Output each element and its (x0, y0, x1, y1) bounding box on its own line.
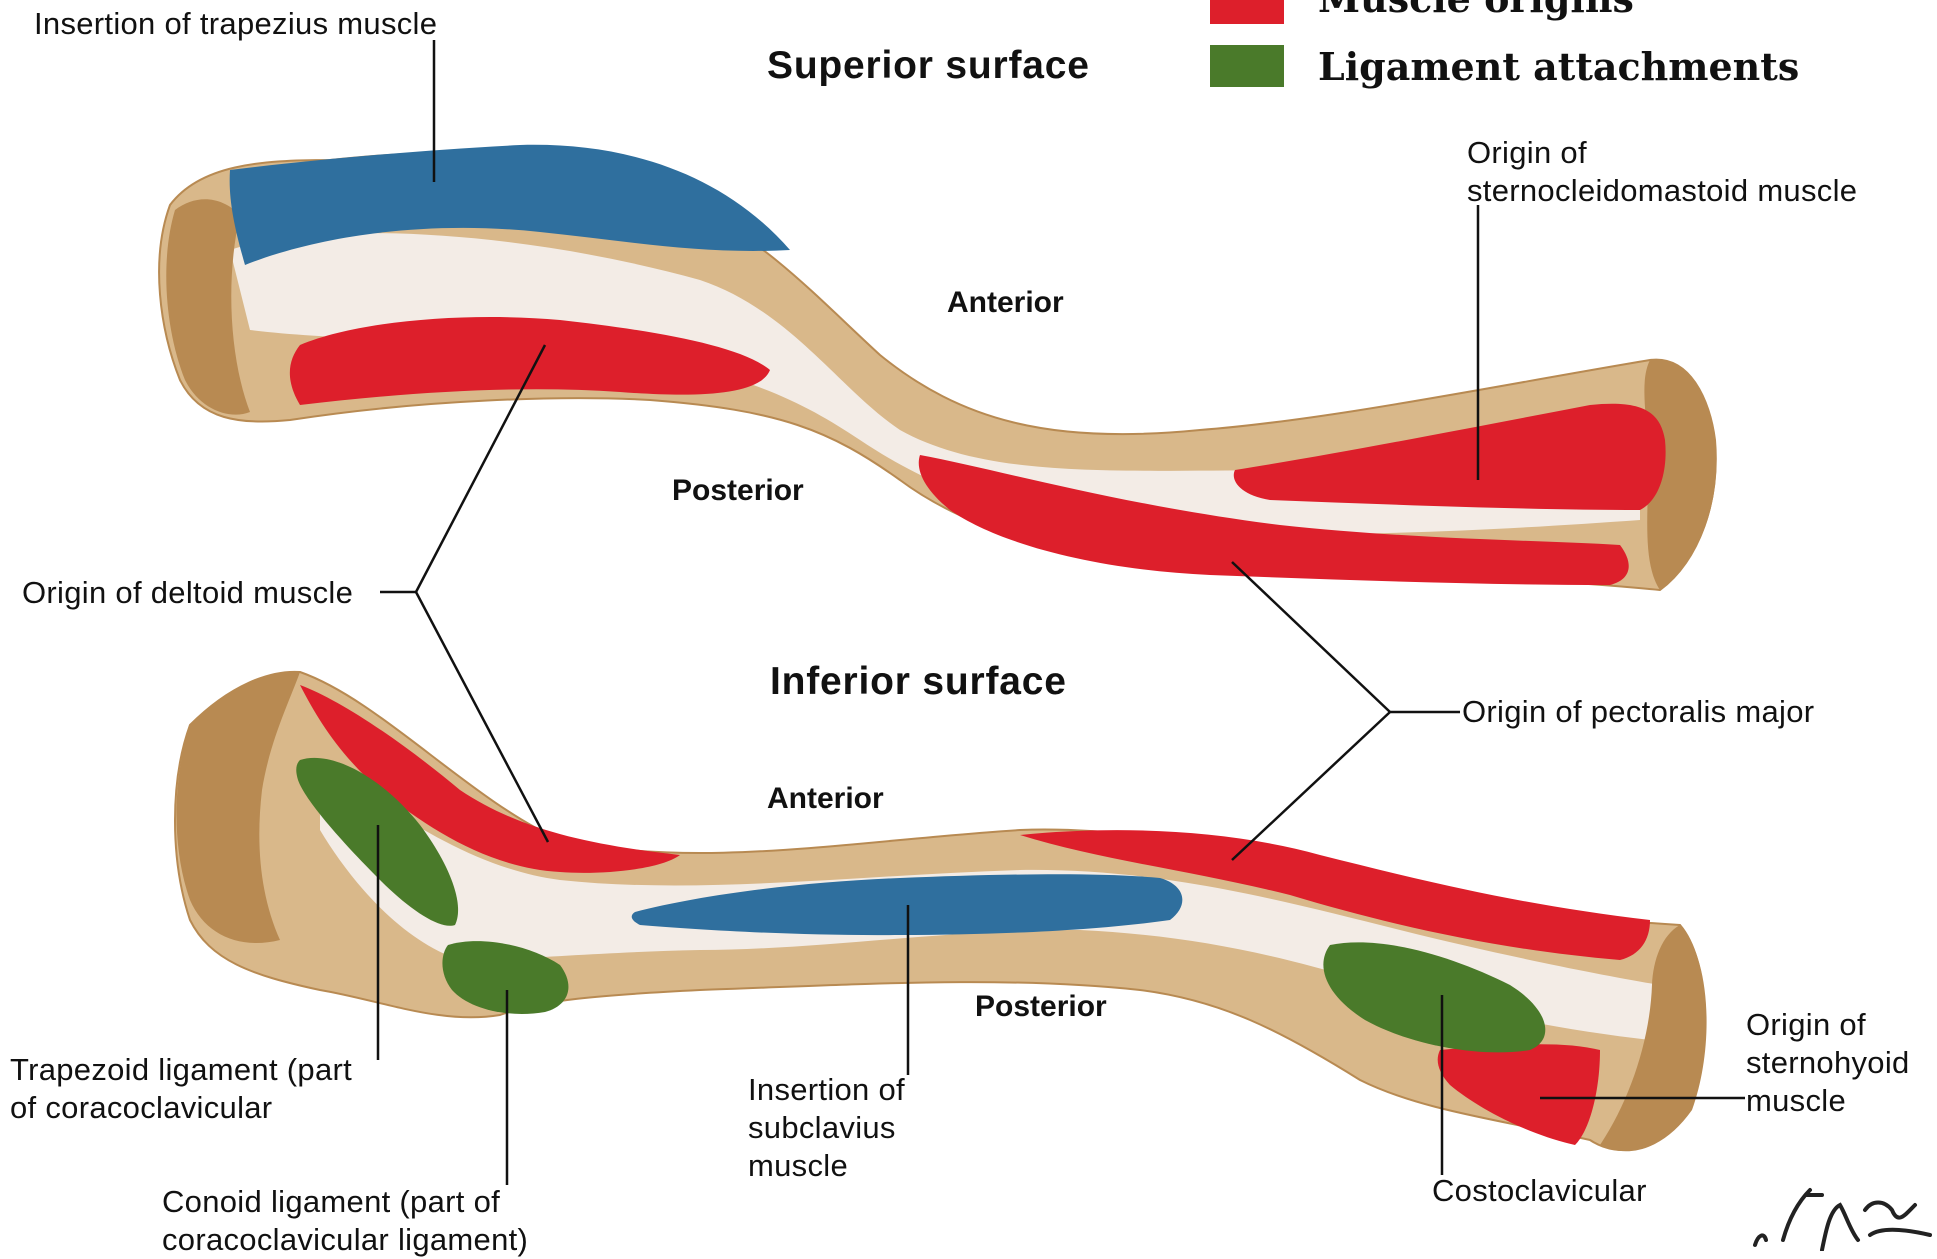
scm-label: Origin of sternocleidomastoid muscle (1467, 134, 1857, 210)
sternohyoid-label-line-1: Origin of (1746, 1006, 1910, 1044)
pectoralis-label: Origin of pectoralis major (1462, 693, 1814, 731)
superior-anterior-label: Anterior (947, 286, 1064, 320)
costoclavicular-label: Costoclavicular (1432, 1172, 1647, 1210)
subclavius-label-line-2: subclavius (748, 1109, 905, 1147)
sternohyoid-label: Origin of sternohyoid muscle (1746, 1006, 1910, 1120)
conoid-label: Conoid ligament (part of coracoclavicula… (162, 1183, 528, 1259)
trapezoid-label: Trapezoid ligament (part of coracoclavic… (10, 1051, 352, 1131)
inferior-surface-heading: Inferior surface (770, 660, 1067, 704)
pectoralis-leader-lower (1232, 712, 1390, 860)
scm-label-line-1: Origin of (1467, 134, 1857, 172)
trapezoid-label-line-2: of coracoclavicular (10, 1089, 352, 1127)
legend-swatch-muscle-origins (1210, 0, 1284, 24)
artist-signature (1755, 1190, 1930, 1250)
sternohyoid-label-line-3: muscle (1746, 1082, 1910, 1120)
deltoid-label: Origin of deltoid muscle (22, 574, 353, 612)
subclavius-label-line-1: Insertion of (748, 1071, 905, 1109)
conoid-label-line-1: Conoid ligament (part of (162, 1183, 528, 1221)
inferior-posterior-label: Posterior (975, 990, 1107, 1024)
scm-label-line-2: sternocleidomastoid muscle (1467, 172, 1857, 210)
superior-posterior-label: Posterior (672, 474, 804, 508)
sternohyoid-label-line-2: sternohyoid (1746, 1044, 1910, 1082)
inferior-clavicle (175, 672, 1707, 1151)
legend-swatch-ligament-attachments (1210, 45, 1284, 87)
subclavius-label: Insertion of subclavius muscle (748, 1071, 905, 1185)
pectoralis-leader-upper (1232, 562, 1390, 712)
legend-label-ligament-attachments: Ligament attachments (1318, 44, 1799, 89)
subclavius-label-line-3: muscle (748, 1147, 905, 1185)
superior-clavicle (159, 145, 1716, 590)
trapezius-label: Insertion of trapezius muscle (34, 5, 437, 43)
superior-surface-heading: Superior surface (767, 44, 1090, 88)
conoid-label-line-2: coracoclavicular ligament) (162, 1221, 528, 1259)
trapezoid-label-line-1: Trapezoid ligament (part (10, 1051, 352, 1089)
legend-label-muscle-origins: Muscle origins (1318, 0, 1634, 21)
inferior-anterior-label: Anterior (767, 782, 884, 816)
